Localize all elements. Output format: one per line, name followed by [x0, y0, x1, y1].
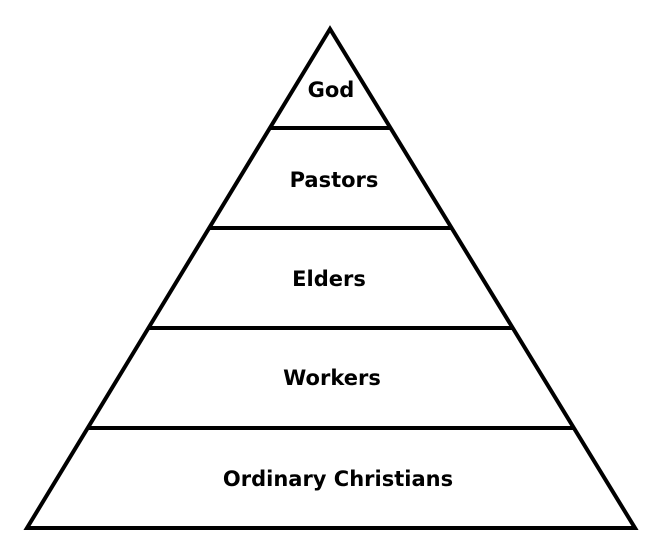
- tier-label-workers: Workers: [283, 366, 381, 390]
- pyramid-outline: [23, 25, 639, 530]
- tier-label-elders: Elders: [292, 267, 366, 291]
- tier-label-pastors: Pastors: [290, 168, 379, 192]
- tier-label-ordinary-christians: Ordinary Christians: [223, 467, 453, 491]
- tier-label-god: God: [308, 78, 355, 102]
